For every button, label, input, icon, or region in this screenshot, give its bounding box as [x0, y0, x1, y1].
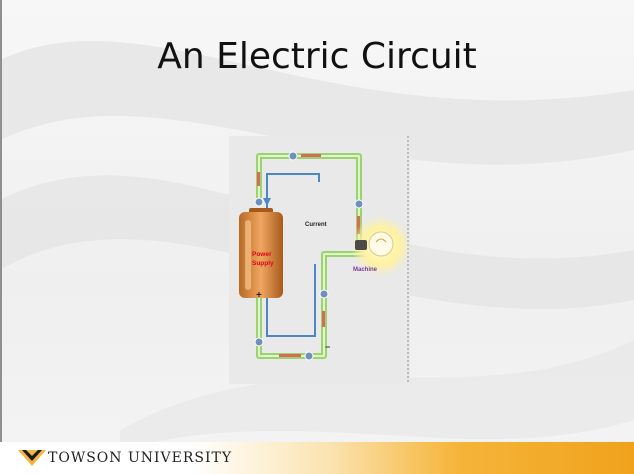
wire-mark	[301, 154, 321, 157]
slide-title: An Electric Circuit	[157, 36, 477, 77]
power-supply-label-line1: Power	[252, 251, 272, 258]
wire-mark	[357, 216, 360, 234]
current-arrow-head	[263, 198, 271, 206]
slide-left-border	[0, 0, 2, 474]
machine: Machine	[351, 216, 410, 276]
plus-sign: +	[256, 290, 262, 301]
bulb-icon	[368, 231, 394, 257]
power-supply: Power Supply +	[239, 208, 283, 301]
current-label: Current	[305, 222, 327, 228]
electron-icon	[254, 337, 264, 347]
wire-mark	[279, 354, 301, 357]
towson-logo-icon	[18, 450, 46, 466]
electron-icon	[319, 289, 329, 299]
battery-shine	[245, 220, 251, 290]
minus-sign: −	[325, 342, 330, 352]
circuit-diagram: Power Supply + − Current Machine	[239, 136, 410, 384]
footer-bar: TOWSON UNIVERSITY	[0, 442, 634, 474]
electron-icon	[254, 197, 264, 207]
electron-icon	[288, 151, 298, 161]
circuit-figure: Power Supply + − Current Machine	[229, 136, 410, 384]
power-supply-label-line2: Supply	[252, 260, 274, 267]
bulb-base	[355, 240, 367, 250]
wire-mark	[257, 172, 260, 186]
wire-mark	[322, 311, 325, 327]
machine-label: Machine	[353, 267, 378, 273]
electrons	[254, 151, 364, 361]
electron-icon	[354, 199, 364, 209]
logo-text: TOWSON UNIVERSITY	[48, 450, 233, 466]
electron-icon	[304, 351, 314, 361]
bulb-filament	[375, 238, 387, 243]
